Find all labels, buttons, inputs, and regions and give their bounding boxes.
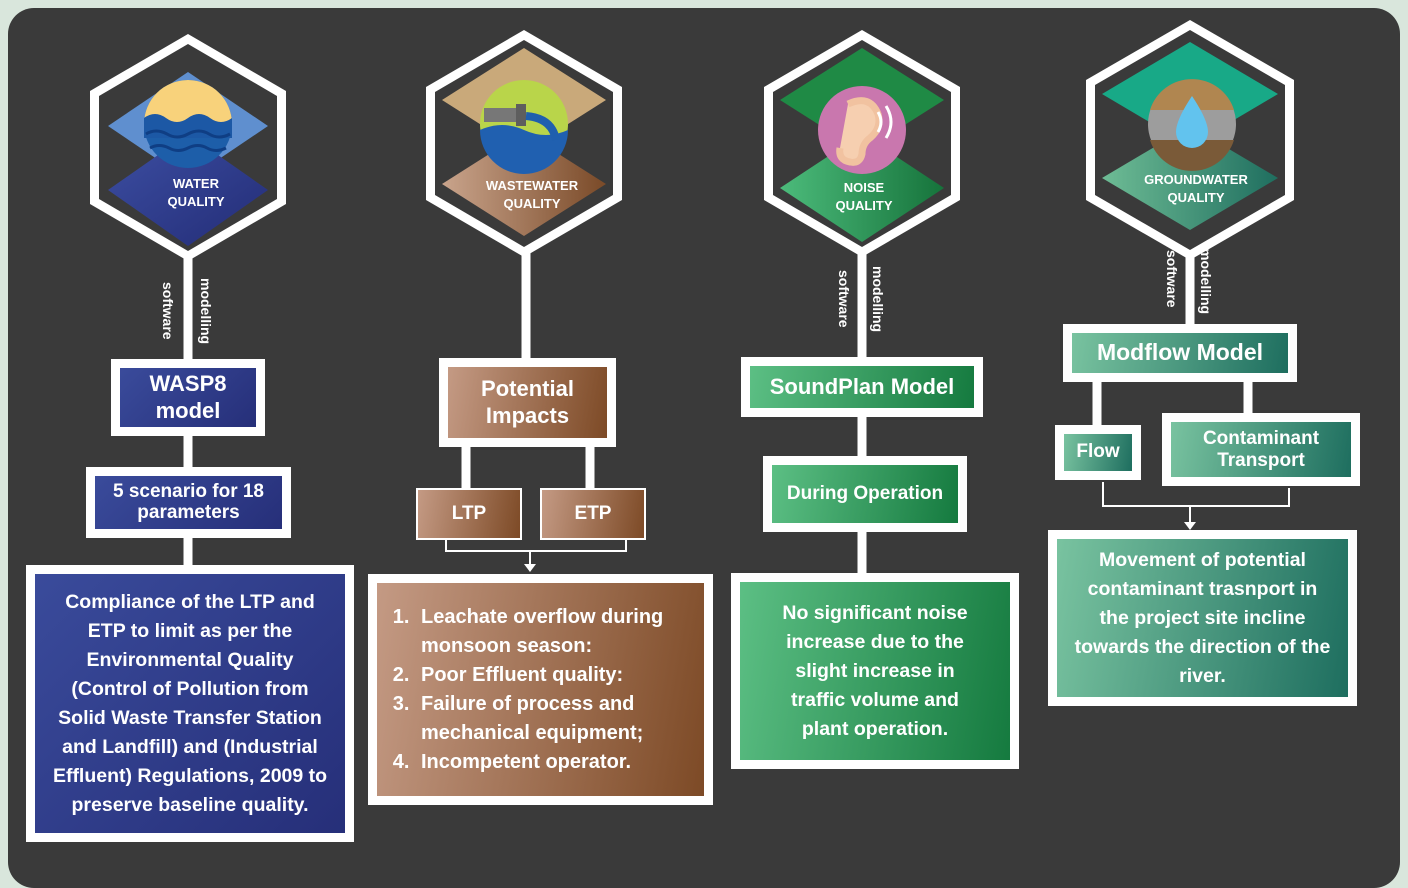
ear-sound-icon <box>818 86 906 174</box>
hex-label-line: QUALITY <box>835 198 893 213</box>
wastewater-pipe-icon <box>480 80 568 174</box>
result-text: Movement of potential contaminant trasnp… <box>1074 548 1331 687</box>
impacts-list: Leachate overflow during monsoon season:… <box>377 603 704 777</box>
box-label: During Operation <box>786 482 944 504</box>
box-label: Modflow Model <box>1096 339 1264 366</box>
hex-label-line: QUALITY <box>1167 190 1225 205</box>
list-item: Poor Effluent quality: <box>415 661 704 690</box>
connector-lines <box>183 220 1253 576</box>
list-item: Failure of process and mechanical equipm… <box>415 690 704 748</box>
wastewater-quality-hexagon <box>426 30 622 257</box>
water-drop-icon <box>1148 79 1236 171</box>
box-label: Contaminant Transport <box>1202 427 1320 471</box>
modelling-label: modelling <box>198 278 214 345</box>
diagram-background: WATER QUALITY WASTEWATER QUALITY NOISE Q… <box>8 8 1400 888</box>
modelling-label: modelling <box>870 266 886 333</box>
ltp-box: LTP <box>416 488 522 540</box>
water-bottom-diamond <box>108 134 268 246</box>
wasp8-model-box: WASP8 model <box>111 359 265 436</box>
water-quality-label: WATER QUALITY <box>126 175 266 211</box>
box-label: LTP <box>451 502 487 524</box>
software-label: software <box>1164 250 1180 308</box>
list-item: Leachate overflow during monsoon season: <box>415 603 704 661</box>
flow-box: Flow <box>1055 425 1141 480</box>
water-waves-icon <box>144 80 232 168</box>
water-quality-result-box: Compliance of the LTP and ETP to limit a… <box>26 565 354 842</box>
noise-quality-label: NOISE QUALITY <box>794 179 934 215</box>
modflow-model-box: Modflow Model <box>1063 324 1297 382</box>
box-line: model <box>155 397 221 423</box>
during-operation-box: During Operation <box>763 456 967 532</box>
software-label: software <box>160 282 176 340</box>
modelling-label: modelling <box>1198 248 1214 315</box>
noise-bottom-diamond <box>780 134 944 242</box>
hex-label-line: QUALITY <box>167 194 225 209</box>
box-label: ETP <box>574 502 612 524</box>
box-label: Flow <box>1076 441 1120 463</box>
diagram-graphics <box>90 20 1294 576</box>
hex-label-line: QUALITY <box>503 196 561 211</box>
groundwater-result-box: Movement of potential contaminant trasnp… <box>1048 530 1357 706</box>
groundwater-bottom-diamond <box>1102 126 1278 230</box>
result-text: No significant noise increase due to the… <box>782 601 968 740</box>
scenario-parameters-box: 5 scenario for 18 parameters <box>86 467 291 538</box>
groundwater-quality-hexagon <box>1086 20 1294 260</box>
hex-label-line: WATER <box>173 176 219 191</box>
contaminant-transport-box: Contaminant Transport <box>1162 413 1360 486</box>
result-text: Compliance of the LTP and ETP to limit a… <box>52 590 328 816</box>
noise-result-box: No significant noise increase due to the… <box>731 573 1019 769</box>
box-label: SoundPlan Model <box>769 373 955 399</box>
etp-box: ETP <box>540 488 646 540</box>
water-quality-hexagon <box>90 34 286 261</box>
box-line: parameters <box>137 501 240 523</box>
noise-quality-hexagon <box>764 30 960 257</box>
software-label: software <box>836 270 852 328</box>
groundwater-quality-label: GROUNDWATER QUALITY <box>1126 171 1266 207</box>
box-line: Potential <box>481 376 574 402</box>
wastewater-bottom-diamond <box>442 132 606 236</box>
soundplan-model-box: SoundPlan Model <box>741 357 983 417</box>
wastewater-quality-label: WASTEWATER QUALITY <box>462 177 602 213</box>
hex-label-line: WASTEWATER <box>485 178 579 193</box>
box-line: 5 scenario for 18 <box>112 480 265 502</box>
hex-label-line: GROUNDWATER <box>1144 172 1248 187</box>
hex-label-line: NOISE <box>843 180 885 195</box>
list-item: Incompetent operator. <box>415 748 704 777</box>
box-line: Impacts <box>485 402 570 428</box>
box-line: WASP8 <box>149 371 227 397</box>
potential-impacts-box: Potential Impacts <box>439 358 616 447</box>
merge-brackets <box>445 482 1290 566</box>
wastewater-impacts-list-box: Leachate overflow during monsoon season:… <box>368 574 713 805</box>
bracket-arrows <box>524 522 1196 572</box>
